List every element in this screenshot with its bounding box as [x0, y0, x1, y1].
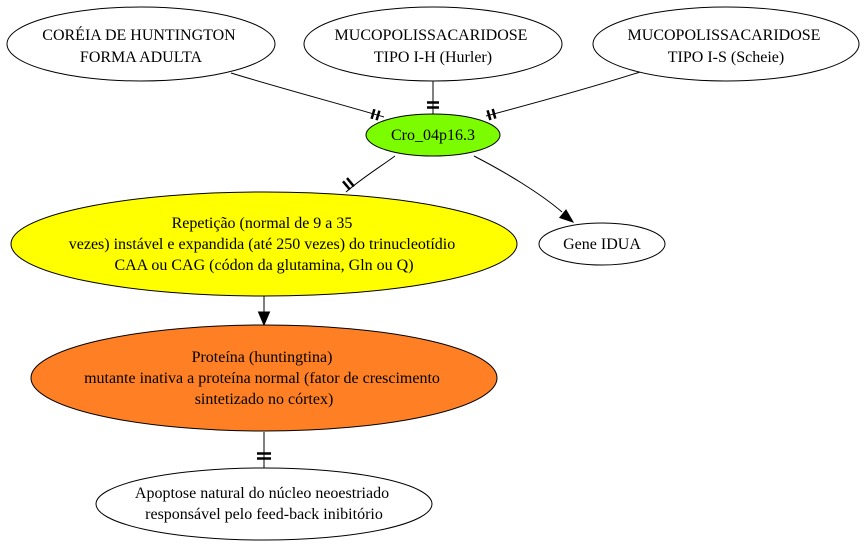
node-proteina-line-3: sintetizado no córtex) [195, 391, 334, 408]
edge-tee-marker [370, 108, 381, 121]
node-hurler-line-1: MUCOPOLISSACARIDOSE [335, 27, 528, 44]
node-apoptose: Apoptose natural do núcleo neoestriado r… [95, 467, 433, 541]
node-repeticao-line-3: CAA ou CAG (códon da glutamina, Gln ou Q… [114, 257, 413, 274]
node-repeticao: Repetição (normal de 9 a 35 vezes) instá… [10, 191, 518, 297]
edge-arrowhead [257, 311, 271, 327]
node-repeticao-shape [10, 191, 518, 297]
node-idua-shape [538, 222, 666, 266]
node-hurler-line-2: TIPO I-H (Hurler) [374, 49, 492, 66]
node-repeticao-line-2: vezes) instável e expandida (até 250 vez… [69, 236, 456, 253]
node-cro: Cro_04p16.3 [365, 113, 501, 157]
edge-cro-to-idua [473, 155, 575, 223]
node-cro-shape [365, 113, 501, 157]
node-huntington-label: CORÉIA DE HUNTINGTON FORMA ADULTA [42, 25, 239, 66]
edge-scheie-to-cro [485, 71, 641, 121]
node-idua-label: Gene IDUA [563, 236, 641, 253]
node-apoptose-line-2: responsável pelo feed-back inibitório [145, 506, 383, 523]
nodes: CORÉIA DE HUNTINGTON FORMA ADULTA MUCOPO… [6, 6, 860, 541]
node-huntington-shape [6, 6, 276, 82]
node-scheie: MUCOPOLISSACARIDOSE TIPO I-S (Scheie) [592, 6, 860, 82]
node-proteina-shape [30, 324, 498, 432]
node-huntington-line-2: FORMA ADULTA [80, 49, 203, 66]
node-apoptose-line-1: Apoptose natural do núcleo neoestriado [135, 485, 389, 502]
edge-arrowhead [558, 209, 575, 223]
edges [230, 71, 641, 470]
edge-repeticao-to-proteina [257, 296, 271, 327]
node-proteina: Proteína (huntingtina) mutante inativa a… [30, 324, 498, 432]
edge-tee-marker [486, 108, 497, 121]
node-idua-line-1: Gene IDUA [563, 236, 641, 253]
node-huntington: CORÉIA DE HUNTINGTON FORMA ADULTA [6, 6, 276, 82]
edge-tee-marker [342, 177, 355, 191]
node-idua: Gene IDUA [538, 222, 666, 266]
node-proteina-label: Proteína (huntingtina) mutante inativa a… [84, 349, 444, 408]
node-huntington-line-1: CORÉIA DE HUNTINGTON [42, 25, 236, 44]
edge-tee-marker [427, 101, 439, 109]
node-hurler: MUCOPOLISSACARIDOSE TIPO I-H (Hurler) [303, 6, 563, 82]
edge-cro-to-repeticao [342, 155, 396, 193]
node-scheie-line-2: TIPO I-S (Scheie) [668, 49, 784, 66]
node-apoptose-label: Apoptose natural do núcleo neoestriado r… [135, 485, 393, 523]
node-scheie-label: MUCOPOLISSACARIDOSE TIPO I-S (Scheie) [628, 27, 825, 66]
node-scheie-shape [592, 6, 860, 82]
node-apoptose-shape [95, 467, 433, 541]
node-repeticao-label: Repetição (normal de 9 a 35 vezes) instá… [69, 215, 460, 274]
node-cro-label: Cro_04p16.3 [391, 127, 475, 144]
edge-hurler-to-cro [427, 81, 439, 114]
node-cro-line-1: Cro_04p16.3 [391, 127, 475, 144]
node-hurler-shape [303, 6, 563, 82]
node-proteina-line-1: Proteína (huntingtina) [192, 349, 333, 366]
node-repeticao-line-1: Repetição (normal de 9 a 35 [172, 215, 353, 232]
node-hurler-label: MUCOPOLISSACARIDOSE TIPO I-H (Hurler) [335, 27, 532, 66]
edge-tee-marker [257, 452, 271, 460]
edge-huntington-to-cro [230, 72, 385, 121]
node-scheie-line-1: MUCOPOLISSACARIDOSE [628, 27, 821, 44]
node-proteina-line-2: mutante inativa a proteína normal (fator… [84, 370, 440, 387]
edge-proteina-to-apoptose [257, 432, 271, 470]
